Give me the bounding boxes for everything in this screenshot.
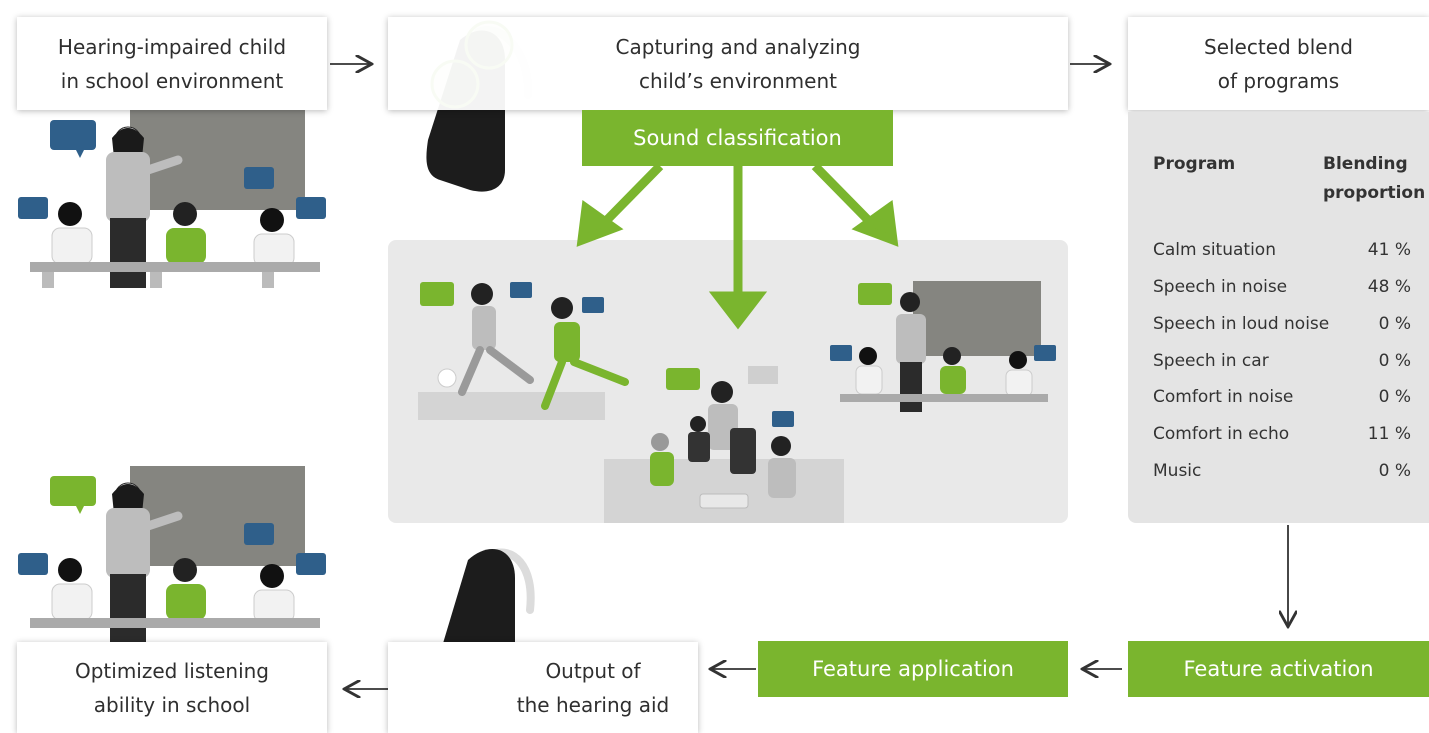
step-capturing-environment: Capturing and analyzing child’s environm… bbox=[388, 17, 1068, 110]
step-child-in-school: Hearing-impaired child in school environ… bbox=[17, 17, 327, 110]
row-program-name: Comfort in noise bbox=[1153, 387, 1294, 407]
step-capture-line1: Capturing and analyzing bbox=[615, 34, 861, 59]
row-program-value: 0 % bbox=[1378, 314, 1411, 334]
row-program-value: 11 % bbox=[1367, 424, 1411, 444]
row-program-value: 41 % bbox=[1367, 240, 1411, 260]
table-row: Speech in loud noise 0 % bbox=[1153, 314, 1411, 344]
table-row: Speech in noise 48 % bbox=[1153, 277, 1411, 307]
step-blend-line2: of programs bbox=[1217, 68, 1340, 93]
row-program-value: 0 % bbox=[1378, 387, 1411, 407]
row-program-name: Music bbox=[1153, 461, 1202, 481]
step-blend-line1: Selected blend bbox=[1204, 34, 1353, 59]
row-program-name: Calm situation bbox=[1153, 240, 1276, 260]
col-header-blending: Blending proportion bbox=[1323, 150, 1425, 208]
row-program-name: Speech in loud noise bbox=[1153, 314, 1330, 334]
playground-scene bbox=[418, 282, 629, 420]
program-blend-table: Program Blending proportion Calm situati… bbox=[1128, 112, 1429, 523]
row-program-name: Speech in car bbox=[1153, 351, 1269, 371]
step-output-line1: Output of bbox=[545, 658, 641, 683]
classroom-illustration-top bbox=[18, 110, 326, 288]
classroom-illustration-bottom bbox=[18, 466, 326, 644]
row-program-value: 48 % bbox=[1367, 277, 1411, 297]
step-child-line2: in school environment bbox=[60, 68, 284, 93]
step-output-line2: the hearing aid bbox=[516, 692, 670, 717]
group-scene bbox=[604, 366, 844, 523]
table-row: Music 0 % bbox=[1153, 461, 1411, 491]
feature-activation-label: Feature activation bbox=[1128, 641, 1429, 697]
sound-classification-label: Sound classification bbox=[582, 110, 893, 166]
classification-arrows bbox=[576, 162, 899, 330]
step-optimized-line2: ability in school bbox=[93, 692, 251, 717]
step-child-line1: Hearing-impaired child bbox=[57, 34, 287, 59]
table-row: Speech in car 0 % bbox=[1153, 351, 1411, 381]
step-optimized-line1: Optimized listening bbox=[74, 658, 269, 683]
table-row: Comfort in noise 0 % bbox=[1153, 387, 1411, 417]
col-header-blending-line1: Blending bbox=[1323, 154, 1408, 174]
row-program-name: Comfort in echo bbox=[1153, 424, 1290, 444]
step-capture-line2: child’s environment bbox=[639, 68, 837, 93]
step-optimized-listening: Optimized listening ability in school bbox=[17, 642, 327, 733]
row-program-value: 0 % bbox=[1378, 461, 1411, 481]
step-selected-blend: Selected blend of programs bbox=[1128, 17, 1429, 110]
table-row: Comfort in echo 11 % bbox=[1153, 424, 1411, 454]
step-output-hearing-aid: Output of the hearing aid bbox=[388, 642, 698, 733]
col-header-blending-line2: proportion bbox=[1323, 183, 1426, 203]
classroom-scene-small bbox=[830, 281, 1056, 412]
flow-arrows bbox=[330, 64, 1288, 689]
row-program-name: Speech in noise bbox=[1153, 277, 1288, 297]
table-row: Calm situation 41 % bbox=[1153, 240, 1411, 270]
col-header-program: Program bbox=[1153, 154, 1236, 174]
row-program-value: 0 % bbox=[1378, 351, 1411, 371]
feature-application-label: Feature application bbox=[758, 641, 1068, 697]
